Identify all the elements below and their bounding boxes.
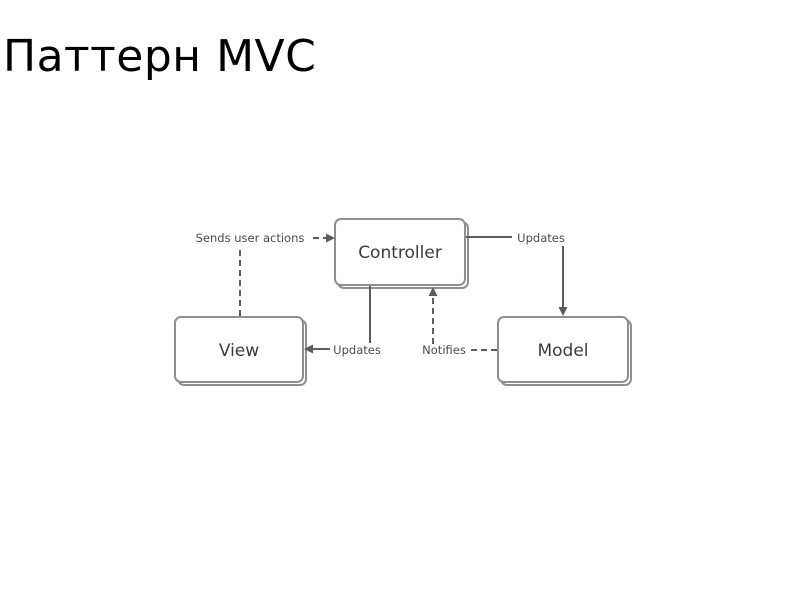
edge-controller-to-view-label: Updates bbox=[333, 343, 381, 357]
edge-model-to-controller-label: Notifies bbox=[422, 343, 466, 357]
slide-title: Паттерн MVC bbox=[3, 31, 317, 82]
controller-label: Controller bbox=[358, 243, 442, 263]
edge-controller-to-model: Updates bbox=[466, 231, 568, 316]
model-label: Model bbox=[537, 341, 588, 361]
edge-view-to-controller: Sends user actions bbox=[196, 231, 335, 316]
view-label: View bbox=[219, 341, 259, 361]
controller-node: Controller bbox=[334, 218, 469, 289]
edge-view-to-controller-label: Sends user actions bbox=[196, 231, 305, 245]
edge-controller-to-view: Updates bbox=[304, 286, 381, 357]
view-node: View bbox=[174, 316, 307, 386]
edge-view-to-controller-arrowhead bbox=[326, 233, 335, 243]
edge-model-to-controller: Notifies bbox=[422, 287, 497, 357]
model-node: Model bbox=[497, 316, 632, 386]
edge-controller-to-model-arrowhead bbox=[558, 307, 568, 316]
edge-controller-to-model-label: Updates bbox=[517, 231, 565, 245]
edge-controller-to-view-arrowhead bbox=[304, 344, 313, 354]
edge-model-to-controller-arrowhead bbox=[428, 287, 438, 296]
